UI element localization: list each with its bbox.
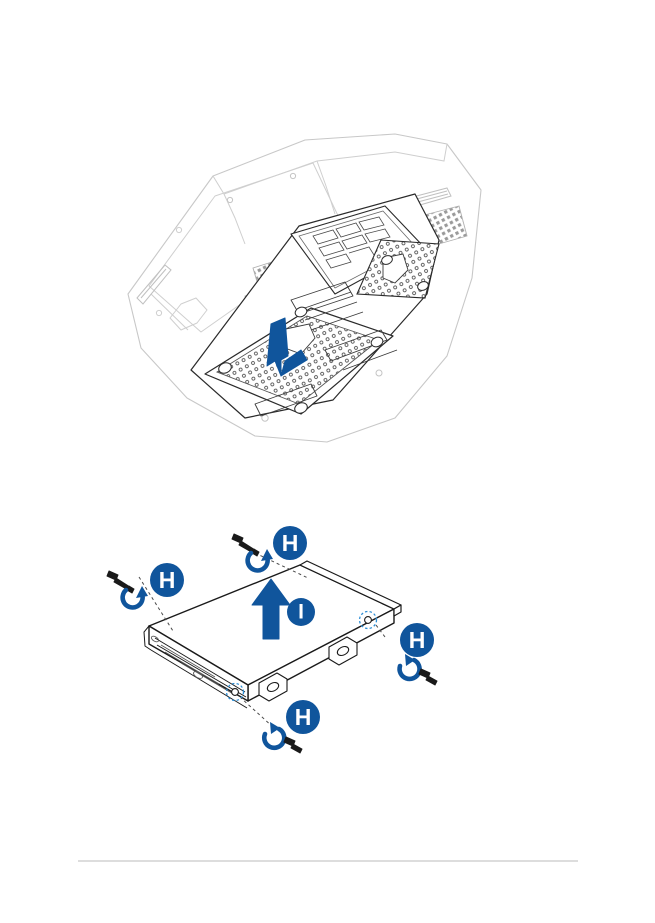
hdd-caddy-illustration: H H H [106, 526, 438, 754]
callout-h-right-label: H [409, 627, 426, 653]
callout-badge-circle [400, 623, 434, 657]
rotation-arrowhead [261, 549, 273, 561]
caddy-rear-lip [299, 560, 402, 617]
unscrew-rotation-icon [262, 726, 287, 751]
callout-i-lift-label: I [298, 601, 304, 624]
callout-badge-circle [273, 526, 307, 560]
screw-icon [106, 570, 135, 594]
leader-h-bottom [240, 697, 274, 728]
leader-h-right [375, 624, 386, 638]
leader-h-top [254, 552, 309, 579]
screw-icon [283, 736, 303, 754]
callout-leader-lines [138, 552, 386, 728]
figure-hdd-caddy-exploded: H H H [95, 505, 475, 780]
unscrew-rotation-icon [245, 550, 270, 573]
rotation-arrowhead [136, 586, 148, 598]
callout-h-top-label: H [282, 530, 299, 556]
callout-badge-circle [150, 563, 184, 597]
screw-icon [418, 668, 438, 686]
callout-h-bottom-label: H [295, 704, 312, 730]
memory-modules [312, 216, 391, 269]
unscrew-rotation-icon [397, 657, 422, 682]
footer-divider [78, 860, 578, 862]
callout-badge-circle [286, 700, 320, 734]
bay-screw-posts [218, 255, 429, 414]
callout-i-lift[interactable]: I [287, 598, 315, 626]
unscrew-rotation-icon [120, 587, 145, 610]
figure-laptop-bottom-view [95, 118, 515, 463]
lift-arrow-icon [251, 578, 291, 640]
callout-h-left[interactable]: H [106, 563, 184, 610]
screw-hole-right-highlight [358, 610, 378, 630]
mounting-tab-right [328, 636, 358, 666]
mounting-tab-left [258, 672, 288, 702]
callout-h-bottom[interactable]: H [262, 700, 320, 754]
screw-icon [231, 533, 260, 557]
callout-h-left-label: H [159, 567, 176, 593]
caddy-left-edge [148, 625, 249, 702]
callout-badge-circle [287, 598, 315, 626]
leader-h-left [138, 576, 174, 632]
speaker-grille-left [136, 264, 172, 305]
screw-hole-front-highlight [225, 682, 245, 702]
rotation-arrowhead [270, 722, 280, 734]
callout-h-right[interactable]: H [397, 623, 438, 686]
caddy-side-slots [150, 635, 236, 696]
callout-h-top[interactable]: H [231, 526, 307, 573]
caddy-left-rolled-edge [143, 625, 248, 709]
laptop-bottom-illustration [127, 133, 482, 443]
cover-lift-arrow-icon [266, 317, 308, 377]
rotation-arrowhead [405, 654, 415, 666]
